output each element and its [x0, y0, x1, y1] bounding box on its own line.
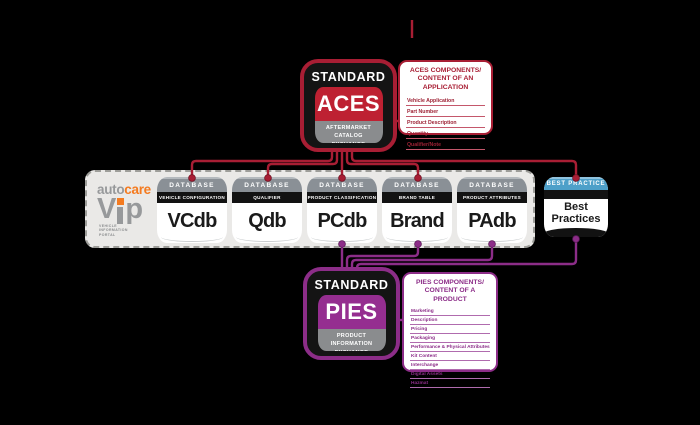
pies-component-item: Digital Assets	[410, 370, 490, 380]
database-category-label: VEHICLE CONFIGURATION	[157, 192, 227, 203]
vip-letter-p: p	[125, 192, 143, 225]
pies-full-name: PRODUCT INFORMATION EXCHANGE STANDARD	[330, 333, 373, 351]
database-tier-label: DATABASE	[382, 177, 452, 192]
aces-inner-cylinder: ACES AFTERMARKET CATALOG EXCHANGE STANDA…	[314, 87, 383, 143]
database-cylinder-qdb: DATABASE QUALIFIER Qdb	[232, 177, 302, 243]
pies-components-list: Marketing Description Pricing Packaging …	[410, 307, 490, 389]
database-tier-label: DATABASE	[232, 177, 302, 192]
logo-auto-text: auto	[97, 182, 125, 197]
aces-component-item: Quantity	[406, 128, 485, 140]
pies-components-title-line2: CONTENT OF A PRODUCT	[424, 287, 476, 303]
best-practices-name: Best Practices	[551, 200, 601, 225]
cylinder-bottom-arc	[386, 232, 448, 242]
pies-components-box: PIES COMPONENTS/ CONTENT OF A PRODUCT Ma…	[402, 272, 498, 389]
aces-standard-badge: STANDARD ACES AFTERMARKET CATALOG EXCHAN…	[300, 59, 397, 152]
pies-component-item: Pricing	[410, 325, 490, 335]
aces-component-item: Product Description	[406, 117, 485, 129]
database-tier-label: DATABASE	[157, 177, 227, 192]
aces-components-box: ACES COMPONENTS/ CONTENT OF AN APPLICATI…	[398, 60, 493, 151]
database-category-label: QUALIFIER	[232, 192, 302, 203]
database-name: PCdb	[317, 209, 367, 232]
pies-components-title-line1: PIES COMPONENTS/	[416, 279, 484, 286]
cylinder-bottom-arc	[461, 232, 523, 242]
database-name: Qdb	[248, 209, 286, 232]
aces-component-item: Qualifier/Note	[406, 139, 485, 151]
aces-full-name: AFTERMARKET CATALOG EXCHANGE STANDARD	[325, 125, 372, 143]
vip-tagline: VEHICLE INFORMATION PORTAL	[99, 223, 128, 237]
logo-care-text: care	[124, 182, 151, 197]
pies-standard-badge: STANDARD PIES PRODUCT INFORMATION EXCHAN…	[303, 267, 400, 360]
database-cylinder-pcdb: DATABASE PRODUCT CLASSIFICATION PCdb	[307, 177, 377, 243]
best-practices-cylinder: BEST PRACTICE Best Practices	[544, 177, 608, 237]
vip-wordmark: V p	[97, 192, 161, 225]
pies-acronym: PIES	[317, 295, 386, 329]
pies-component-item: Kit Content	[410, 352, 490, 362]
pies-component-item: Hazmat	[410, 379, 490, 389]
pies-component-item: Marketing	[410, 307, 490, 317]
database-cylinder-brand: DATABASE BRAND TABLE Brand	[382, 177, 452, 243]
best-practices-black-bar	[544, 190, 608, 199]
aces-components-list: Vehicle Application Part Number Product …	[406, 95, 485, 151]
vip-letter-i-icon	[117, 197, 125, 224]
pies-component-item: Description	[410, 316, 490, 326]
cylinder-bottom-arc	[236, 232, 298, 242]
aces-components-title-line1: ACES COMPONENTS/	[409, 67, 482, 74]
best-practice-tier-label: BEST PRACTICE	[544, 177, 608, 190]
cylinder-bottom-arc	[161, 232, 223, 242]
database-tier-label: DATABASE	[307, 177, 377, 192]
aces-components-title-line2: CONTENT OF AN APPLICATION	[417, 75, 474, 91]
database-cylinder-vcdb: DATABASE VEHICLE CONFIGURATION VCdb	[157, 177, 227, 243]
database-cylinder-padb: DATABASE PRODUCT ATTRIBUTES PAdb	[457, 177, 527, 243]
pies-inner-cylinder: PIES PRODUCT INFORMATION EXCHANGE STANDA…	[317, 295, 386, 351]
database-category-label: PRODUCT CLASSIFICATION	[307, 192, 377, 203]
vip-letter-v: V	[97, 192, 116, 225]
aces-component-item: Part Number	[406, 106, 485, 118]
aces-standard-label: STANDARD	[311, 70, 386, 84]
database-category-label: PRODUCT ATTRIBUTES	[457, 192, 527, 203]
database-name: VCdb	[167, 209, 217, 232]
pies-component-item: Packaging	[410, 334, 490, 344]
database-name: Brand	[390, 209, 445, 232]
database-tier-label: DATABASE	[457, 177, 527, 192]
best-practices-bottom-band	[544, 228, 608, 237]
cylinder-bottom-arc	[311, 232, 373, 242]
autocare-wordmark: autocare	[97, 183, 161, 197]
pies-component-item: Interchange	[410, 361, 490, 371]
aces-acronym: ACES	[314, 87, 383, 121]
database-name: PAdb	[468, 209, 516, 232]
pies-standard-label: STANDARD	[314, 278, 389, 292]
database-category-label: BRAND TABLE	[382, 192, 452, 203]
autocare-vip-logo: autocare V p VEHICLE INFORMATION PORTAL	[97, 183, 161, 243]
aces-component-item: Vehicle Application	[406, 95, 485, 107]
pies-component-item: Performance & Physical Attributes	[410, 345, 490, 353]
vip-orange-dot-icon	[117, 197, 125, 205]
